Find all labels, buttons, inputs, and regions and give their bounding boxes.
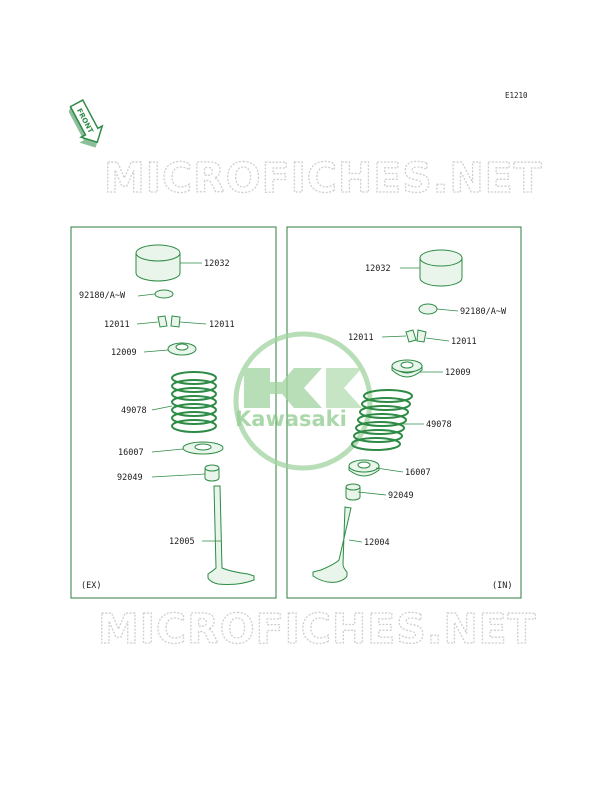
panel-in-parts [312,249,463,583]
panel-in-labels: 12032 92180/A~W 12011 12011 12009 49078 … [348,264,512,591]
label-in-seat: 16007 [405,468,431,478]
stem-seal-ex [204,464,220,482]
label-ex-tappet: 12032 [204,259,230,269]
kawasaki-logo-text: Kawasaki [235,407,347,431]
kawasaki-logo: Kawasaki [233,331,373,471]
panel-ex-leaders [136,262,221,542]
panel-in-leaders [348,267,459,543]
shim-in [418,303,438,315]
panel-in-tag: (IN) [492,581,512,591]
diagram-ref-code: E1210 [505,91,528,100]
label-ex-valve: 12005 [169,537,195,547]
label-ex-seal: 92049 [117,473,143,483]
tappet-in [419,249,463,287]
label-ex-keeper-left: 12011 [104,320,130,330]
label-in-seal: 92049 [388,491,414,501]
label-in-retainer: 12009 [445,368,471,378]
panel-ex-tag: (EX) [81,581,101,591]
label-in-shim: 92180/A~W [460,307,507,317]
spring-in [351,389,413,451]
label-in-spring: 49078 [426,420,452,430]
spring-seat-in [348,459,380,477]
retainer-ex [167,342,197,356]
retainer-in [391,359,423,378]
panel-ex-parts [135,244,255,585]
panel-ex-frame [70,226,277,599]
stem-seal-in [345,483,361,501]
keepers-ex [157,315,181,328]
watermark-bottom: MICROFICHES.NET [98,605,537,653]
valve-ex [207,485,255,585]
spring-seat-ex [182,441,224,455]
valve-in [312,506,352,583]
label-ex-keeper-right: 12011 [209,320,235,330]
panel-in-frame [286,226,522,599]
keepers-in [405,329,427,343]
label-in-valve: 12004 [364,538,390,548]
spring-ex [171,371,217,433]
label-ex-retainer: 12009 [111,348,137,358]
label-in-keeper-left: 12011 [348,333,374,343]
label-ex-spring: 49078 [121,406,147,416]
label-ex-seat: 16007 [118,448,144,458]
tappet-ex [135,244,181,282]
watermark-top: MICROFICHES.NET [104,154,543,202]
label-in-tappet: 12032 [365,264,391,274]
panel-ex-labels: 12032 92180/A~W 12011 12011 12009 49078 … [79,259,235,591]
label-in-keeper-right: 12011 [451,337,477,347]
front-arrow-icon: FRONT [68,99,104,148]
label-ex-shim: 92180/A~W [79,291,126,301]
shim-ex [154,289,174,299]
